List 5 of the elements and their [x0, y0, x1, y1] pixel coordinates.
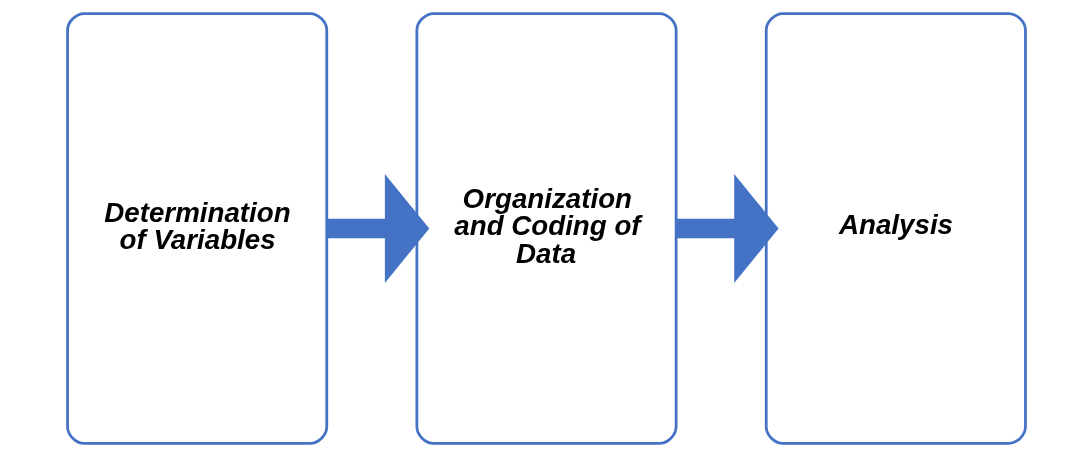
- node-box: Determination of Variables: [65, 12, 328, 445]
- node-box: Analysis: [764, 12, 1027, 445]
- arrow: [675, 174, 779, 283]
- node-box: Organization and Coding of Data: [415, 12, 677, 445]
- arrow: [326, 174, 429, 283]
